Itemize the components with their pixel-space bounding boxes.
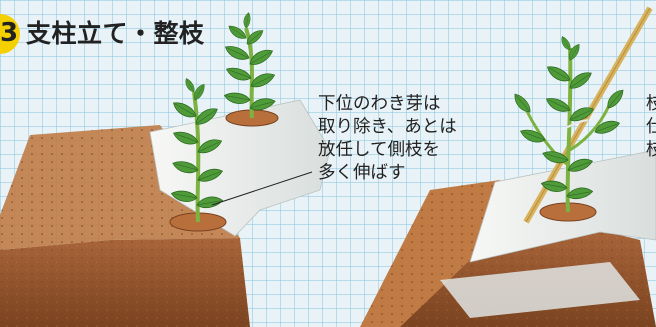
left-back-plant — [222, 11, 277, 119]
note-leader-line — [211, 171, 313, 206]
section-title: 支柱立て・整枝 — [26, 19, 205, 48]
annotation-line: 多く伸ばす — [318, 163, 406, 183]
annotation-line: 枝 — [646, 94, 656, 114]
left-annotation: 下位のわき芽は 取り除き、あとは 放任して側枝を 多く伸ばす — [318, 93, 457, 185]
annotation-line: 取り除き、あとは — [318, 117, 457, 137]
left-front-plant — [170, 76, 225, 223]
right-annotation-cut: 枝 仕 枝 — [646, 93, 656, 162]
step-number: 3 — [0, 18, 19, 48]
annotation-line: 放任して側枝を — [318, 140, 440, 160]
step-badge — [0, 14, 20, 54]
right-plant — [510, 34, 627, 213]
annotation-line: 下位のわき芽は — [318, 94, 441, 114]
left-bed — [0, 99, 331, 327]
annotation-line: 仕 — [646, 117, 656, 137]
right-bed — [360, 149, 656, 327]
annotation-line: 枝 — [646, 140, 656, 160]
